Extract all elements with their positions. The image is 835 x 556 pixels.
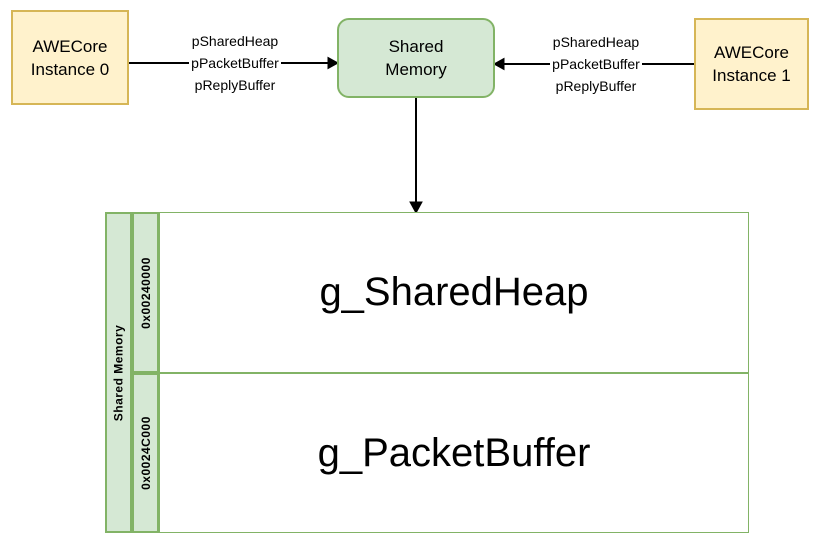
edge-label-right-line3: pReplyBuffer bbox=[553, 75, 639, 97]
arrowhead-left bbox=[492, 57, 505, 71]
arrowhead-right bbox=[327, 56, 340, 70]
memory-table-address-cell-0: 0x00240000 bbox=[132, 212, 159, 373]
edge-label-left: pSharedHeap pPacketBuffer pReplyBuffer bbox=[160, 30, 310, 96]
node-shared-memory-label-line2: Memory bbox=[385, 60, 447, 79]
memory-table-region-cell-0: g_SharedHeap bbox=[159, 212, 749, 373]
memory-table-row-header-label: Shared Memory bbox=[111, 324, 126, 421]
node-awecore-1-label-line2: Instance 1 bbox=[712, 66, 791, 85]
memory-table-address-1: 0x0024C000 bbox=[138, 416, 153, 490]
edge-label-left-line1: pSharedHeap bbox=[189, 30, 281, 52]
memory-table-region-cell-1: g_PacketBuffer bbox=[159, 373, 749, 533]
edge-label-right: pSharedHeap pPacketBuffer pReplyBuffer bbox=[521, 31, 671, 97]
memory-table-row-header-cell: Shared Memory bbox=[105, 212, 132, 533]
node-shared-memory: Shared Memory bbox=[337, 18, 495, 98]
memory-table-address-cell-1: 0x0024C000 bbox=[132, 373, 159, 533]
edge-label-right-line1: pSharedHeap bbox=[550, 31, 642, 53]
memory-region-name-1: g_PacketBuffer bbox=[317, 430, 591, 475]
memory-table-address-0: 0x00240000 bbox=[138, 256, 153, 329]
node-awecore-0-label-line1: AWECore bbox=[32, 36, 108, 56]
edge-label-left-line2: pPacketBuffer bbox=[189, 52, 281, 74]
node-awecore-0-label-line2: Instance 0 bbox=[30, 59, 110, 79]
memory-table: Shared Memory 0x00240000 0x0024C000 g_Sh… bbox=[105, 212, 749, 533]
edge-label-left-line3: pReplyBuffer bbox=[192, 74, 278, 96]
arrowhead-down bbox=[409, 201, 423, 215]
edge-label-right-line2: pPacketBuffer bbox=[550, 53, 642, 75]
node-awecore-instance-0: AWECore Instance 0 bbox=[11, 10, 129, 105]
node-shared-memory-label-line1: Shared bbox=[388, 37, 444, 56]
node-awecore-1-label-line1: AWECore bbox=[714, 43, 789, 62]
memory-region-name-0: g_SharedHeap bbox=[319, 270, 589, 314]
node-awecore-instance-1: AWECore Instance 1 bbox=[694, 18, 809, 110]
